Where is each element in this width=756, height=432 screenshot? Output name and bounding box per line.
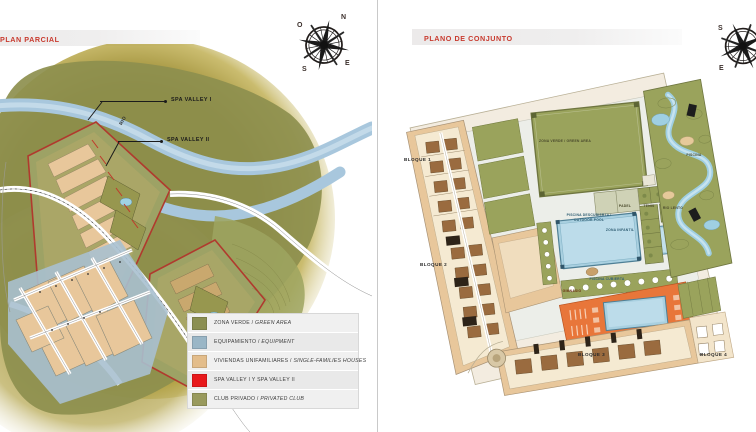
facility-label-outdoor-pool: PISCINA DESCUBIERTA / OUTDOOR POOL (566, 213, 612, 223)
facility-label-indoor-pool: PISCINA CUBIERTA (589, 277, 625, 281)
facility-label-gym: GIMNASIO (562, 289, 582, 293)
legend-label-es-spa-valley: SPA VALLEY I Y SPA VALLEY II (214, 377, 295, 383)
legend-label-en-equipment: EQUIPMENT (261, 339, 295, 345)
block-label-4: BLOQUE 4 (700, 352, 728, 357)
compass-letter-s: S (302, 66, 307, 73)
legend-swatch-single-family-houses (192, 354, 207, 368)
facility-label-tennis: TENIS (643, 204, 655, 208)
legend-item-private-club: CLUB PRIVADO / PRIVATED CLUB (188, 390, 358, 408)
left-compass-rose: N E S O (295, 14, 353, 74)
spa-valley-2-leader-hook (105, 141, 120, 167)
facility-label-children-area: ZONA INFANTIL (605, 228, 635, 232)
legend-label-es-private-club: CLUB PRIVADO / (214, 396, 259, 402)
facility-label-pool: PISCINA (686, 153, 702, 157)
spa-valley-1-label: SPA VALLEY I (171, 97, 212, 103)
right-page-header-band (412, 29, 682, 45)
legend-label-es-single-family-houses: VIVIENDAS UNIFAMILIARES / (214, 358, 292, 364)
legend-label-en-single-family-houses: SINGLE-FAMILIES HOUSES (293, 358, 367, 364)
facility-label-lazy-river: RIO LENTO (662, 206, 684, 210)
spa-valley-1-marker (164, 100, 167, 103)
spa-valley-2-leader (118, 141, 161, 142)
block-label-1: BLOQUE 1 (404, 157, 432, 162)
compass-letter-o: O (297, 22, 303, 29)
partial-plan-map (0, 39, 379, 432)
legend-label-en-green-area: GREEN AREA (255, 320, 292, 326)
page-gutter-divider (377, 0, 378, 432)
right-compass-rose: S E (715, 18, 756, 74)
right-page-title: PLANO DE CONJUNTO (424, 34, 513, 43)
legend-item-green-area: ZONA VERDE / GREEN AREA (188, 314, 358, 333)
spa-valley-1-leader (100, 101, 165, 102)
legend-label-es-equipment: EQUIPAMIENTO / (214, 339, 260, 345)
site-plan (380, 44, 756, 432)
compass-letter-e: E (719, 65, 724, 72)
legend-swatch-spa-valley (192, 373, 207, 387)
legend-label-en-private-club: PRIVATED CLUB (260, 396, 305, 402)
legend-swatch-private-club (192, 392, 207, 406)
legend-swatch-green-area (192, 316, 207, 330)
legend-label-es-green-area: ZONA VERDE / (214, 320, 254, 326)
legend-item-single-family-houses: VIVIENDAS UNIFAMILIARES / SINGLE-FAMILIE… (188, 352, 366, 371)
compass-letter-s: S (718, 25, 723, 32)
block-label-2: BLOQUE 2 (420, 262, 448, 267)
left-page-header-band (0, 30, 200, 46)
spa-valley-2-label: SPA VALLEY II (167, 137, 210, 143)
compass-letter-n: N (341, 14, 347, 21)
left-page-title: PLAN PARCIAL (0, 35, 60, 44)
facility-label-green-area: ZONA VERDE / GREEN AREA (538, 139, 591, 143)
block-label-3: BLOQUE 3 (578, 352, 606, 357)
map-legend: ZONA VERDE / GREEN AREA EQUIPAMIENTO / E… (187, 313, 366, 409)
spa-valley-1-leader-hook (87, 101, 103, 121)
spa-valley-2-marker (160, 140, 163, 143)
legend-swatch-equipment (192, 335, 207, 349)
compass-letter-e: E (345, 60, 350, 67)
legend-item-spa-valley: SPA VALLEY I Y SPA VALLEY II (188, 371, 358, 390)
legend-item-equipment: EQUIPAMIENTO / EQUIPMENT (188, 333, 358, 352)
facility-label-padel: PADEL (618, 204, 632, 208)
